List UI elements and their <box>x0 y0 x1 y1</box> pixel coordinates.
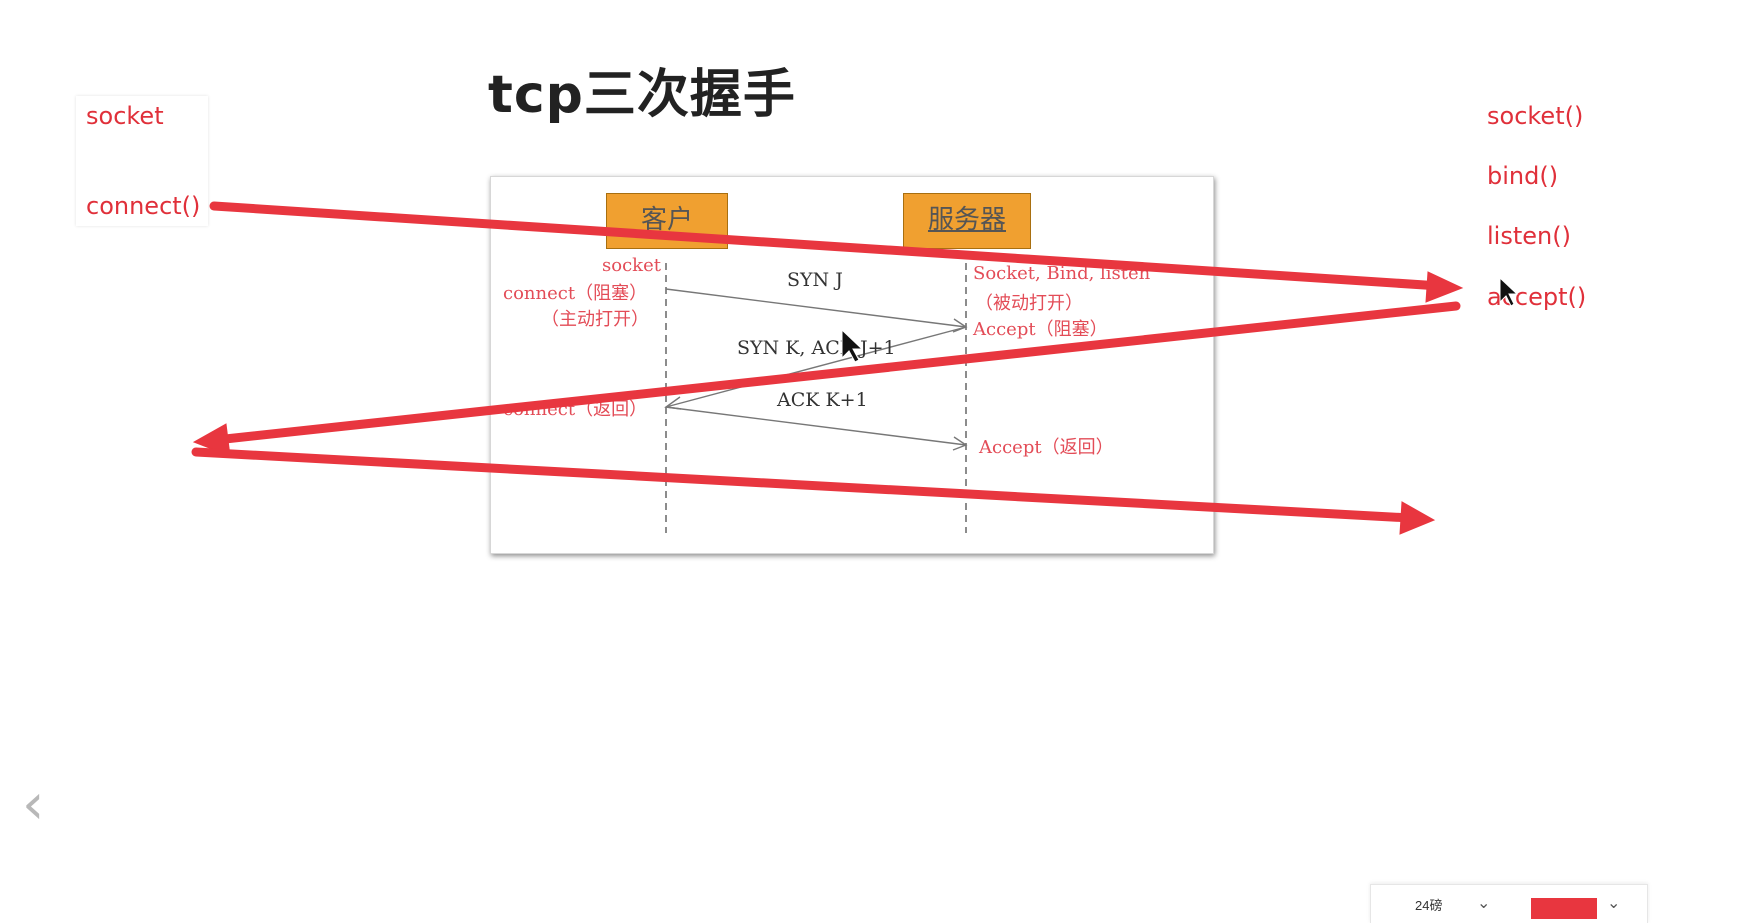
right-note-listen: listen() <box>1487 222 1571 250</box>
server-note-accept-return: Accept（返回） <box>979 437 1114 458</box>
chevron-down-icon[interactable]: ⌄ <box>1477 895 1491 912</box>
client-note-connect-block: connect（阻塞） <box>503 283 648 304</box>
message-syn: SYN J <box>787 269 843 291</box>
pen-color-swatch[interactable] <box>1531 898 1597 919</box>
chevron-down-icon[interactable]: ⌄ <box>1607 895 1621 912</box>
slide-title: tcp三次握手 <box>488 65 796 125</box>
left-notes-box <box>76 96 208 226</box>
server-box: 服务器 <box>903 193 1031 249</box>
pen-toolbar: 24磅 ⌄ ⌄ <box>1370 884 1648 923</box>
sequence-lines <box>664 263 968 533</box>
chevron-left-icon[interactable]: ‹ <box>22 772 45 837</box>
mouse-pointer-icon <box>841 328 864 363</box>
red-arrow-connect-to-accept <box>209 201 1445 291</box>
mouse-pointer-icon <box>1499 276 1519 307</box>
handshake-figure: 客户 服务器 socket connect（阻塞） （主动打开） connect… <box>490 176 1214 554</box>
left-note-connect: connect() <box>86 192 201 220</box>
message-ack: ACK K+1 <box>777 389 868 411</box>
right-note-socket: socket() <box>1487 102 1584 130</box>
red-arrow-accept-to-client <box>211 301 1461 445</box>
right-note-bind: bind() <box>1487 162 1559 190</box>
client-note-active-open: （主动打开） <box>541 309 649 330</box>
server-note-passive-open: （被动打开） <box>975 293 1083 314</box>
font-size-value[interactable]: 24磅 <box>1415 898 1443 913</box>
red-arrow-client-to-server <box>191 447 1415 523</box>
client-note-socket: socket <box>602 255 661 276</box>
left-note-socket: socket <box>86 102 164 130</box>
server-note-accept-block: Accept（阻塞） <box>973 319 1108 340</box>
